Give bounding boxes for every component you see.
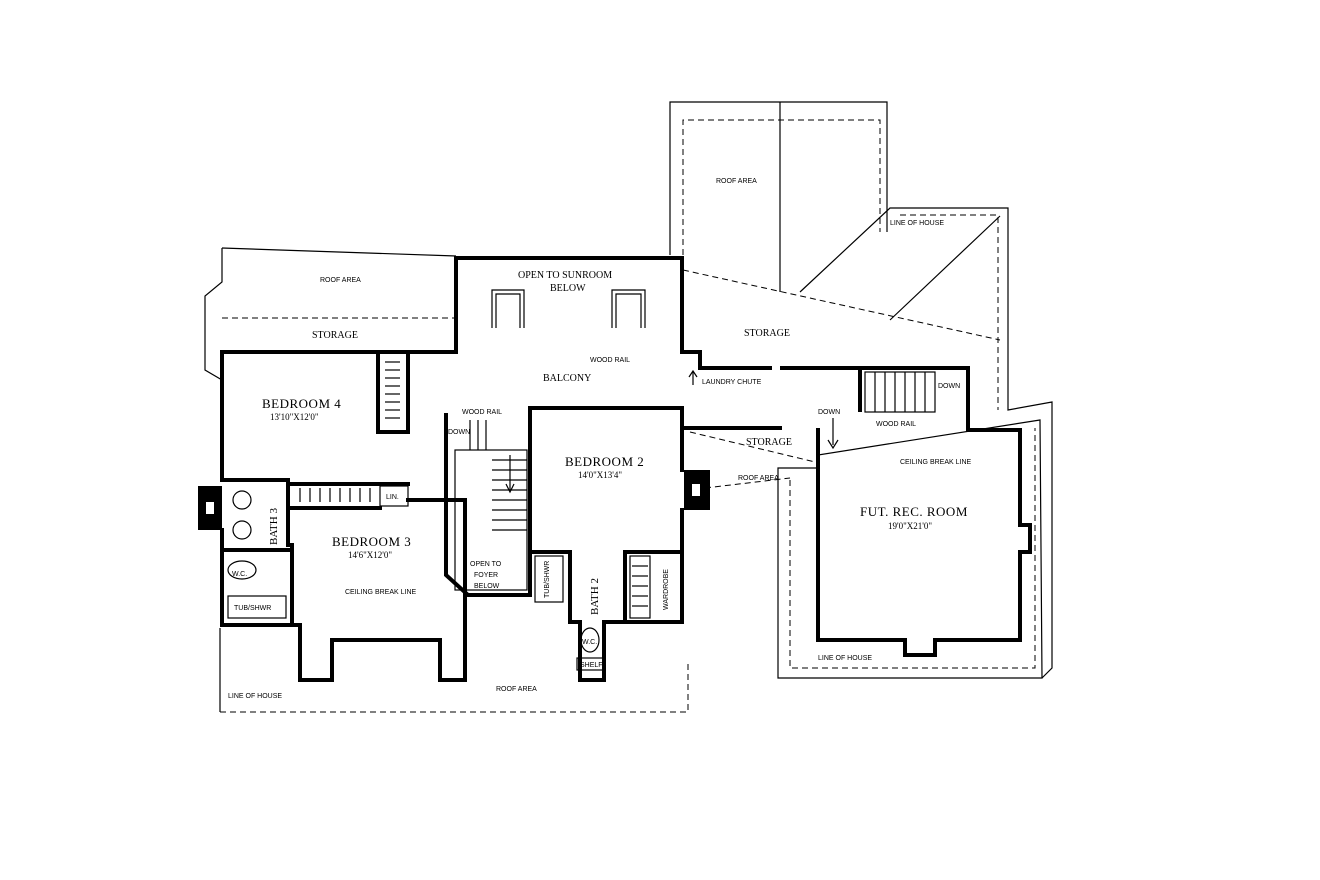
- open-to-foyer-foyer-label: FOYER: [474, 572, 498, 579]
- bedroom4-name: BEDROOM 4: [262, 396, 341, 411]
- tub-shower-bath3-label: TUB/SHWR: [234, 605, 271, 612]
- fut-rec-room-name: FUT. REC. ROOM: [860, 504, 968, 519]
- roof-area-left-label: ROOF AREA: [320, 277, 361, 284]
- wc-bath3-label: W.C.: [232, 571, 247, 578]
- roof-outlines: [204, 101, 1053, 713]
- open-to-sunroom-label: OPEN TO SUNROOM: [518, 270, 612, 281]
- bath2-label: BATH 2: [589, 578, 601, 615]
- roof-area-mid-label: ROOF AREA: [738, 475, 779, 482]
- wood-rail-balcony-label: WOOD RAIL: [590, 357, 630, 364]
- down-right-label-1: DOWN: [938, 383, 960, 390]
- fixtures: [198, 289, 936, 671]
- laundry-chute-label: LAUNDRY CHUTE: [702, 379, 762, 386]
- labels: ROOF AREA LINE OF HOUSE ROOF AREA OPEN T…: [228, 178, 972, 700]
- linen-closet-label: LIN.: [386, 494, 399, 501]
- fut-rec-room-dimensions: 19'0"X21'0": [888, 521, 932, 531]
- bedroom4-dimensions: 13'10"X12'0": [270, 412, 319, 422]
- ceiling-break-line-left-label: CEILING BREAK LINE: [345, 589, 417, 596]
- ceiling-break-line-right-label: CEILING BREAK LINE: [900, 459, 972, 466]
- down-stair-label: DOWN: [448, 429, 470, 436]
- roof-area-top-label: ROOF AREA: [716, 178, 757, 185]
- roof-area-bottom-label: ROOF AREA: [496, 686, 537, 693]
- wood-rail-right-label: WOOD RAIL: [876, 421, 916, 428]
- tub-shower-bath2-label: TUB/SHWR: [544, 561, 551, 598]
- open-to-sunroom-below-label: BELOW: [550, 283, 586, 294]
- line-of-house-bottom-label: LINE OF HOUSE: [228, 693, 282, 700]
- bedroom3-name: BEDROOM 3: [332, 534, 411, 549]
- storage-left-label: STORAGE: [312, 330, 358, 341]
- line-of-house-top-label: LINE OF HOUSE: [890, 220, 944, 227]
- bedroom2-name: BEDROOM 2: [565, 454, 644, 469]
- storage-mid-label: STORAGE: [746, 437, 792, 448]
- storage-right-label: STORAGE: [744, 328, 790, 339]
- bedroom2-dimensions: 14'0"X13'4": [578, 470, 622, 480]
- bath3-label: BATH 3: [268, 508, 280, 545]
- wardrobe-label: WARDROBE: [663, 569, 670, 610]
- wood-rail-stair-label: WOOD RAIL: [462, 409, 502, 416]
- shelf-label: SHELF: [580, 662, 603, 669]
- bedroom3-dimensions: 14'6"X12'0": [348, 550, 392, 560]
- wc-bath2-label: W.C.: [582, 639, 597, 646]
- down-right-label-2: DOWN: [818, 409, 840, 416]
- open-to-foyer-label: OPEN TO: [470, 561, 502, 568]
- balcony-label: BALCONY: [543, 373, 591, 384]
- line-of-house-right-label: LINE OF HOUSE: [818, 655, 872, 662]
- walls: [220, 256, 1032, 682]
- open-to-foyer-below-label: BELOW: [474, 583, 500, 590]
